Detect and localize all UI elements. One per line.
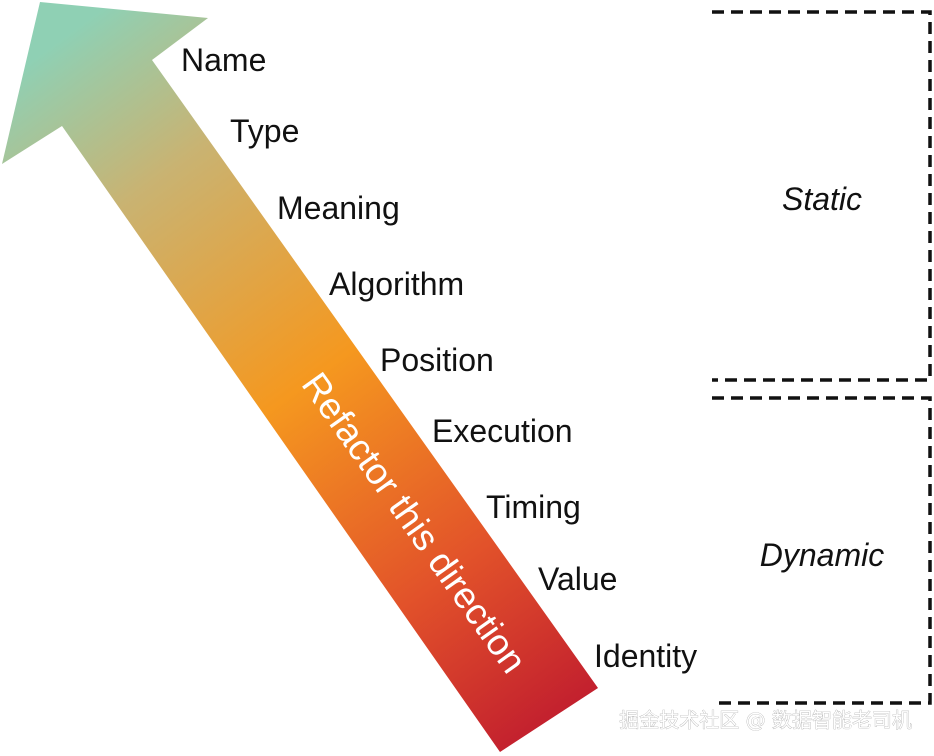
level-value: Value [538, 561, 617, 597]
level-position: Position [380, 342, 494, 378]
watermark: 掘金技术社区 @ 数据智能老司机 [619, 708, 912, 732]
level-type: Type [230, 113, 299, 149]
level-meaning: Meaning [277, 190, 400, 226]
level-timing: Timing [486, 489, 581, 525]
dynamic-bracket [712, 396, 932, 705]
static-label: Static [782, 181, 862, 217]
static-bracket [712, 10, 932, 382]
level-algorithm: Algorithm [329, 266, 464, 302]
level-identity: Identity [594, 638, 697, 674]
level-execution: Execution [432, 413, 573, 449]
level-name: Name [181, 42, 266, 78]
refactor-direction-arrow [2, 2, 598, 752]
dynamic-label: Dynamic [760, 537, 884, 573]
